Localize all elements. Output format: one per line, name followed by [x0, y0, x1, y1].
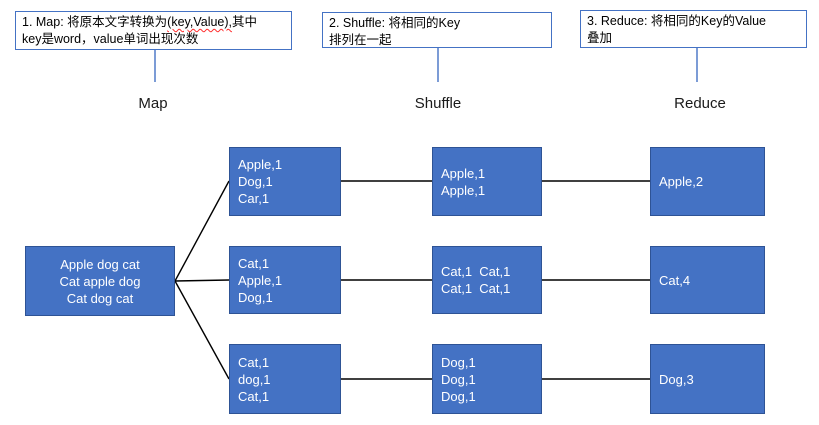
node-map-1: Apple,1 Dog,1 Car,1	[229, 147, 341, 216]
node-reduce-1-value: Apple,2	[659, 174, 704, 189]
callout-reduce: 3. Reduce: 将相同的Key的Value 叠加	[580, 10, 807, 48]
node-map-1-value: Apple,1 Dog,1 Car,1	[238, 157, 283, 206]
node-source-value: Apple dog cat Cat apple dog Cat dog cat	[59, 256, 141, 306]
stage-label-map: Map	[138, 95, 168, 112]
node-shuffle-3-value: Dog,1 Dog,1 Dog,1	[441, 354, 476, 404]
node-reduce-2: Cat,4	[650, 246, 765, 314]
node-reduce-1: Apple,2	[650, 147, 765, 216]
node-reduce-2-value: Cat,4	[659, 272, 691, 288]
node-map-3-value: Cat,1 dog,1 Cat,1	[238, 354, 271, 404]
node-shuffle-1-value: Apple,1 Apple,1	[441, 165, 486, 198]
callout-map-line2: key是word，value单词出现次数	[22, 31, 199, 46]
callout-shuffle: 2. Shuffle: 将相同的Key 排列在一起	[322, 12, 552, 48]
callout-map-text-suffix: 其中	[232, 15, 258, 29]
node-map-3: Cat,1 dog,1 Cat,1	[229, 344, 341, 414]
stage-label-reduce: Reduce	[674, 95, 726, 112]
stage-label-shuffle: Shuffle	[414, 95, 462, 112]
node-map-2-value: Cat,1 Apple,1 Dog,1	[238, 255, 283, 305]
node-reduce-3: Dog,3	[650, 344, 765, 414]
callout-reduce-text: 3. Reduce: 将相同的Key的Value 叠加	[587, 14, 767, 45]
node-shuffle-3: Dog,1 Dog,1 Dog,1	[432, 344, 542, 414]
node-shuffle-1: Apple,1 Apple,1	[432, 147, 542, 216]
callout-shuffle-text: 2. Shuffle: 将相同的Key 排列在一起	[329, 16, 461, 47]
callout-map-text-highlight: (key,Value),	[167, 15, 233, 29]
callout-map: 1. Map: 将原本文字转换为(key,Value),其中 key是word，…	[15, 11, 292, 50]
node-shuffle-2-value: Cat,1 Cat,1 Cat,1 Cat,1	[441, 264, 511, 296]
callout-map-line1: 1. Map: 将原本文字转换为(key,Value),其中	[22, 14, 285, 31]
node-reduce-3-value: Dog,3	[659, 371, 694, 387]
node-map-2: Cat,1 Apple,1 Dog,1	[229, 246, 341, 314]
callout-map-text-prefix: 1. Map: 将原本文字转换为	[22, 15, 168, 29]
node-source-text: Apple dog cat Cat apple dog Cat dog cat	[25, 246, 175, 316]
node-shuffle-2: Cat,1 Cat,1 Cat,1 Cat,1	[432, 246, 542, 314]
